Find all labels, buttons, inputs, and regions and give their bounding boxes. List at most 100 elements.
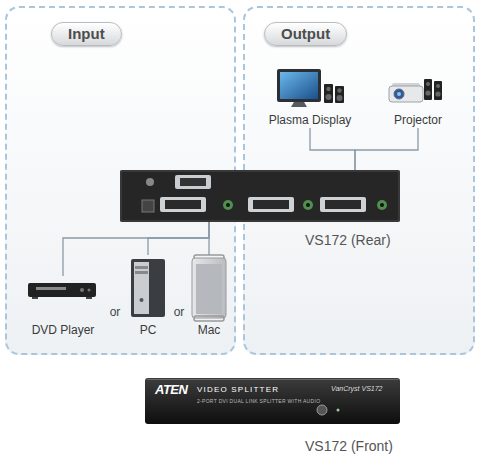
speaker-icon: [324, 84, 344, 103]
alternative-word: or: [110, 305, 121, 319]
device-caption: VS172 (Rear): [305, 232, 391, 249]
speaker-icon: [337, 88, 341, 92]
device-label: Projector: [394, 113, 442, 127]
speaker-icon: [435, 91, 440, 96]
text-anchor: VIDEO SPLITTER: [197, 385, 279, 395]
dvi-port: [320, 197, 366, 212]
speaker-icon: [324, 84, 333, 103]
source-device: Mac: [188, 255, 230, 338]
pc-tower-icon: [131, 259, 165, 317]
text-anchor: VS172 (Rear): [305, 232, 391, 249]
pc-tower-icon: [134, 262, 149, 314]
product-line: VIDEO SPLITTER: [197, 385, 279, 395]
front-panel-device: [145, 378, 400, 424]
dvd-player-icon: [36, 287, 66, 290]
text-anchor: Input: [51, 22, 122, 46]
splitter-front: ATEN VIDEO SPLITTER 2-PORT DVI DUAL LINK S…: [145, 378, 400, 424]
audio-jack: [306, 203, 310, 207]
audio-jack: [223, 200, 233, 210]
panel-tab: Input: [51, 22, 122, 46]
mac-pro-icon: [192, 255, 226, 321]
plasma-display-icon: [277, 69, 321, 102]
plasma-display-icon: [277, 69, 321, 107]
projector-icon: [389, 86, 423, 102]
plasma-display-icon: [280, 72, 318, 99]
mac-pro-icon: [194, 316, 224, 321]
front-panel-device: [145, 378, 400, 424]
speaker-icon: [335, 86, 344, 103]
dvi-port: [325, 200, 361, 209]
projector-icon: [394, 89, 404, 99]
product-subtitle: 2-PORT DVI DUAL LINK SPLITTER WITH AUDIO: [197, 398, 320, 404]
source-device: PC: [126, 255, 170, 338]
device-label: PC: [140, 323, 157, 337]
signal-line: [148, 222, 209, 255]
panel-fill: [5, 6, 475, 355]
front-panel-device: [147, 379, 398, 380]
device-label: Mac: [198, 323, 221, 337]
dvd-player-icon: [88, 289, 91, 292]
rear-panel-ports: [120, 170, 400, 222]
text-anchor: ATEN: [155, 382, 187, 398]
speaker-icon: [337, 95, 343, 101]
dvd-player-icon: [80, 288, 84, 292]
text-anchor: or: [174, 305, 185, 319]
front-panel-device: [337, 409, 340, 412]
audio-jack: [226, 203, 230, 207]
speaker-icon: [326, 87, 330, 91]
dvi-port: [160, 197, 206, 212]
dvd-player-icon: [32, 297, 38, 299]
audio-jack: [303, 200, 313, 210]
device-outline: [121, 171, 399, 221]
speaker-icon: [424, 79, 442, 100]
brand-logo: ATEN: [155, 382, 187, 398]
device-caption: VS172 (Front): [305, 438, 393, 455]
dvd-player-icon: [28, 283, 96, 299]
ground-screw: [146, 178, 154, 186]
text-anchor: VS172 (Front): [305, 438, 393, 455]
text-anchor: or: [110, 305, 121, 319]
audio-jack: [377, 200, 387, 210]
pc-tower-icon: [131, 259, 165, 317]
front-panel-device: [317, 405, 327, 415]
display-device: Plasma Display: [265, 64, 356, 128]
serial-port: [180, 178, 206, 186]
dvi-port: [165, 200, 201, 209]
signal-line: [355, 128, 418, 170]
mac-pro-icon: [196, 264, 222, 314]
splitter-rear: VS172 (Rear): [120, 170, 400, 222]
panel-tab: Output: [264, 22, 347, 46]
signal-line: [63, 222, 209, 276]
display-device: Projector: [384, 64, 452, 128]
speaker-icon: [434, 81, 442, 100]
dvi-port: [248, 197, 294, 212]
device-label: DVD Player: [32, 323, 95, 337]
dvd-player-icon: [28, 283, 96, 297]
alternative-word: or: [174, 305, 185, 319]
device-label: Plasma Display: [269, 113, 352, 127]
source-device: DVD Player: [22, 276, 104, 338]
projector-icon: [397, 92, 401, 96]
pc-tower-icon: [140, 298, 144, 302]
dvd-player-icon: [86, 297, 92, 299]
signal-line: [208, 222, 209, 255]
text-anchor: 2-PORT DVI DUAL LINK SPLITTER WITH AUDIO: [197, 398, 320, 404]
speaker-icon: [425, 90, 430, 95]
speaker-icon: [424, 79, 432, 100]
projector-icon: [389, 83, 423, 102]
audio-jack: [380, 203, 384, 207]
speaker-icon: [436, 84, 440, 88]
model-badge: VanCryst VS172: [331, 385, 383, 393]
text-anchor: VanCryst VS172: [331, 385, 383, 393]
serial-port: [175, 175, 211, 189]
speaker-icon: [326, 94, 332, 100]
text-anchor: Output: [264, 22, 347, 46]
dvi-port: [253, 200, 289, 209]
signal-line: [310, 128, 355, 170]
pc-tower-icon: [135, 271, 148, 274]
plasma-display-icon: [291, 102, 307, 107]
speaker-icon: [426, 82, 430, 86]
